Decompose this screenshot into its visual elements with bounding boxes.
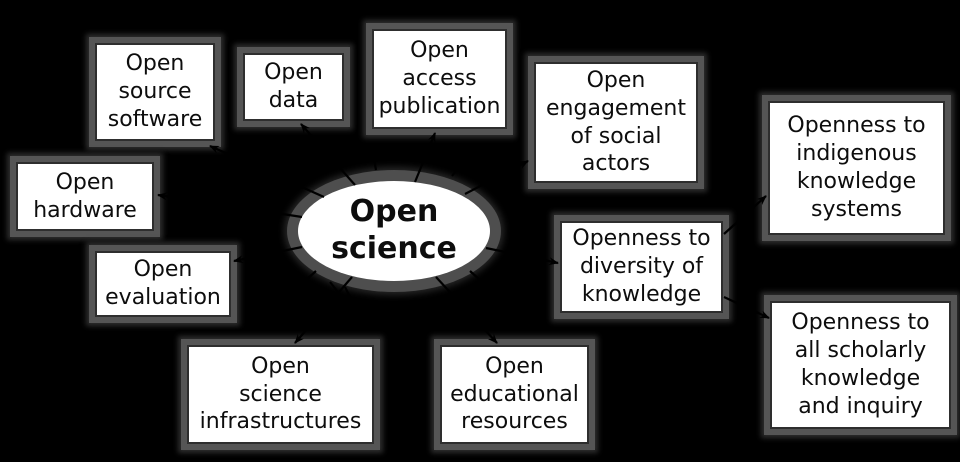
arrow-center-to-open-engagement <box>464 160 529 195</box>
node-openness-to-indigenous-knowledge-systems: Openness to indigenous knowledge systems <box>768 101 945 235</box>
node-label: Open data <box>264 60 323 113</box>
arrow-diversity-to-indigenous-knowledge <box>723 195 767 235</box>
node-label: Openness to indigenous knowledge systems <box>787 113 926 222</box>
node-label: Open science infrastructures <box>199 353 362 435</box>
arrow-center-to-open-data <box>300 123 356 186</box>
node-openness-to-all-scholarly-knowledge-and-inquiry: Openness to all scholarly knowledge and … <box>770 301 951 429</box>
center-node-label: Open science <box>331 194 457 266</box>
arrow-center-to-open-access-publication <box>413 132 437 183</box>
node-label: Openness to all scholarly knowledge and … <box>791 310 930 419</box>
node-label: Open educational resources <box>450 353 579 435</box>
node-label: Open evaluation <box>105 257 221 310</box>
arrow-center-to-openness-diversity <box>485 246 559 266</box>
node-label: Open access publication <box>378 38 501 119</box>
node-open-data: Open data <box>243 53 344 121</box>
node-label: Openness to diversity of knowledge <box>572 226 711 307</box>
node-label: Open engagement of social actors <box>546 67 686 177</box>
arrow-center-to-open-evaluation <box>233 245 303 264</box>
arrow-center-to-open-hardware <box>157 192 303 219</box>
node-open-access-publication: Open access publication <box>372 29 507 129</box>
node-open-evaluation: Open evaluation <box>95 251 231 317</box>
arrow-center-to-open-source-software <box>209 144 325 199</box>
node-open-science-infrastructures: Open science infrastructures <box>187 345 374 444</box>
node-open-engagement-of-social-actors: Open engagement of social actors <box>534 62 698 183</box>
node-open-educational-resources: Open educational resources <box>440 345 589 444</box>
node-label: Open source software <box>107 51 203 132</box>
node-label: Open hardware <box>33 169 137 223</box>
arrow-center-to-open-science-infrastructures <box>294 276 353 344</box>
center-node-open-science: Open science <box>298 181 490 281</box>
node-openness-to-diversity-of-knowledge: Openness to diversity of knowledge <box>560 221 723 313</box>
arrow-diversity-to-scholarly-knowledge <box>723 296 770 319</box>
node-open-hardware: Open hardware <box>16 162 154 231</box>
node-open-source-software: Open source software <box>95 43 215 141</box>
arrow-center-to-open-educational-resources <box>435 276 498 344</box>
